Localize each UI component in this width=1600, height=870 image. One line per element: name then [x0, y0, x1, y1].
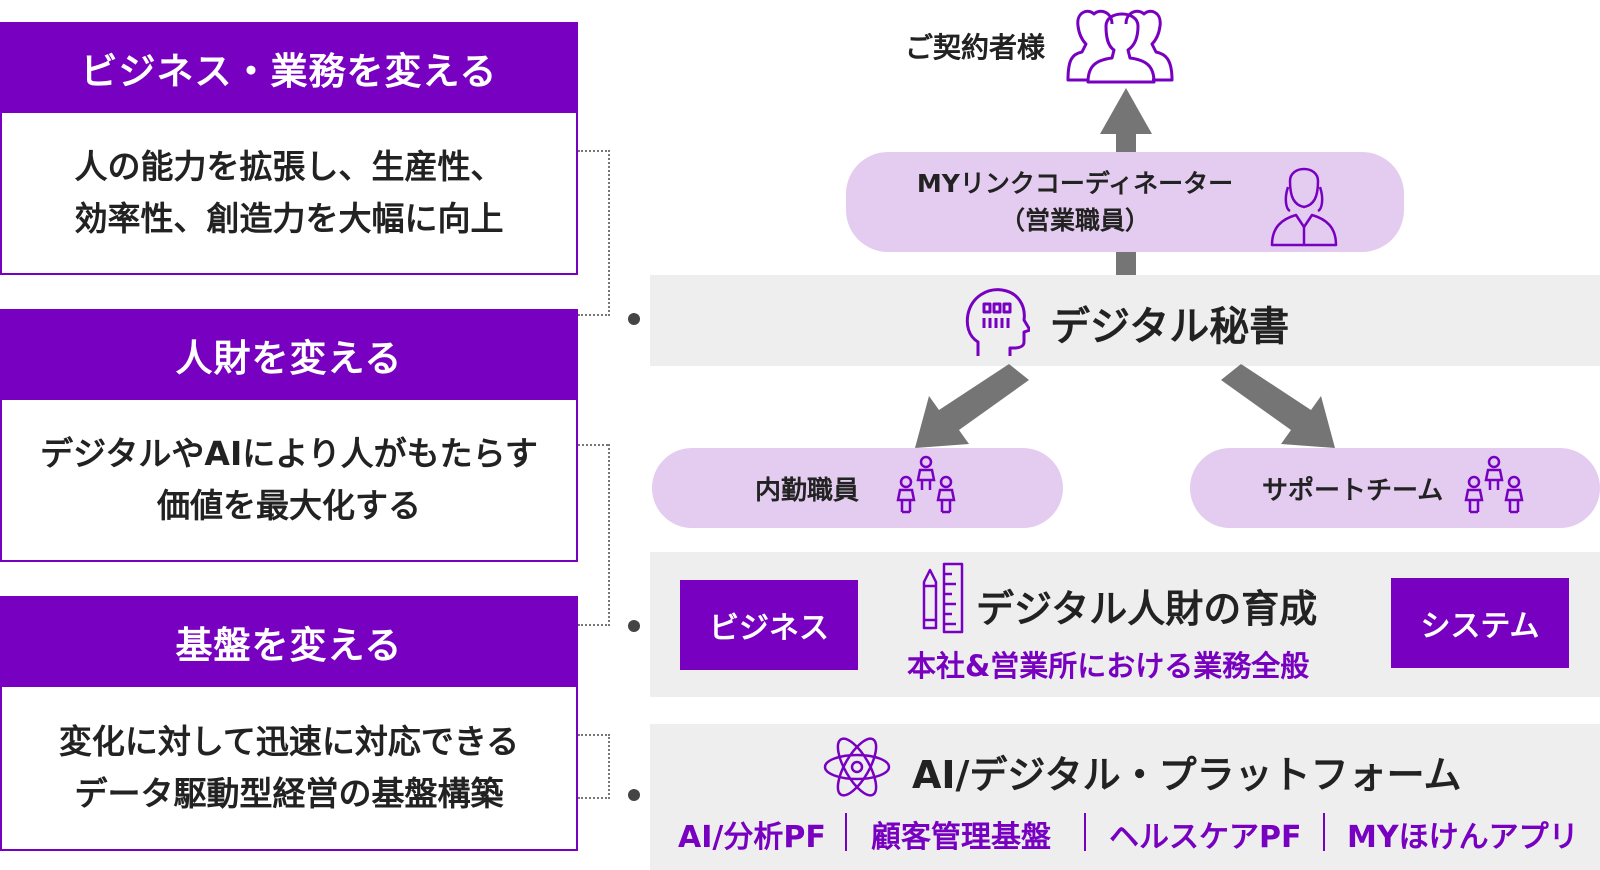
section-heading-business: ビジネス・業務を変える	[0, 22, 578, 113]
inhouse-pill	[652, 448, 1063, 528]
support-pill	[1190, 448, 1600, 528]
section-body-line: 人の能力を拡張し、生産性、	[74, 147, 504, 186]
connector-line	[578, 444, 610, 626]
connector-dot	[628, 313, 640, 325]
atom-icon	[823, 737, 891, 797]
pencil-ruler-icon	[922, 562, 964, 634]
connector-line	[578, 734, 610, 799]
arrow-down-right	[1221, 364, 1335, 448]
section-body-line: 効率性、創造力を大幅に向上	[74, 199, 504, 238]
connector-line	[578, 444, 608, 446]
separator	[845, 813, 847, 851]
platform-item: AI/分析PF	[678, 820, 826, 855]
talent-title: デジタル人財の育成	[976, 587, 1318, 631]
section-body-line: データ駆動型経営の基盤構築	[74, 774, 504, 813]
connector-line	[578, 150, 610, 316]
support-label: サポートチーム	[1262, 476, 1444, 506]
customer-label: ご契約者様	[905, 31, 1046, 64]
team-icon	[1464, 455, 1524, 514]
platform-item: MYほけんアプリ	[1347, 820, 1579, 855]
digital-secretary-label: デジタル秘書	[1050, 304, 1290, 350]
section-body-line: 価値を最大化する	[157, 486, 421, 525]
section-heading-talent: 人財を変える	[0, 309, 578, 400]
customers-icon	[1066, 9, 1174, 84]
connector-dot	[628, 789, 640, 801]
coordinator-name: MYリンクコーディネーター	[916, 169, 1234, 198]
coordinator-role: （営業職員）	[999, 206, 1150, 235]
section-body-foundation: 変化に対して迅速に対応できる データ駆動型経営の基盤構築	[0, 687, 578, 851]
section-body-line: デジタルやAIにより人がもたらす	[40, 434, 538, 473]
platform-item: ヘルスケアPF	[1109, 820, 1302, 855]
business-box: ビジネス	[680, 580, 858, 670]
platform-title: AI/デジタル・プラットフォーム	[912, 753, 1462, 797]
section-heading-foundation: 基盤を変える	[0, 596, 578, 687]
diagonal-arrows	[915, 364, 1335, 448]
coordinator-pill	[846, 152, 1404, 252]
coordinator-label: MYリンクコーディネーター （営業職員）	[890, 165, 1260, 239]
digital-secretary-band	[650, 275, 1600, 366]
section-body-talent: デジタルやAIにより人がもたらす 価値を最大化する	[0, 400, 578, 562]
talent-subtitle: 本社&営業所における業務全般	[907, 649, 1310, 683]
separator	[1084, 813, 1086, 851]
platform-item: 顧客管理基盤	[871, 820, 1051, 855]
connector-dot	[628, 620, 640, 632]
system-box: システム	[1391, 578, 1569, 668]
ai-head-icon	[965, 288, 1030, 356]
team-icon	[896, 455, 956, 514]
platform-band	[650, 724, 1600, 870]
inhouse-label: 内勤職員	[755, 476, 860, 506]
separator	[1323, 813, 1325, 851]
section-body-business: 人の能力を拡張し、生産性、 効率性、創造力を大幅に向上	[0, 113, 578, 275]
sales-staff-icon	[1270, 167, 1338, 247]
arrow-down-left	[915, 364, 1029, 448]
section-body-line: 変化に対して迅速に対応できる	[58, 722, 520, 761]
